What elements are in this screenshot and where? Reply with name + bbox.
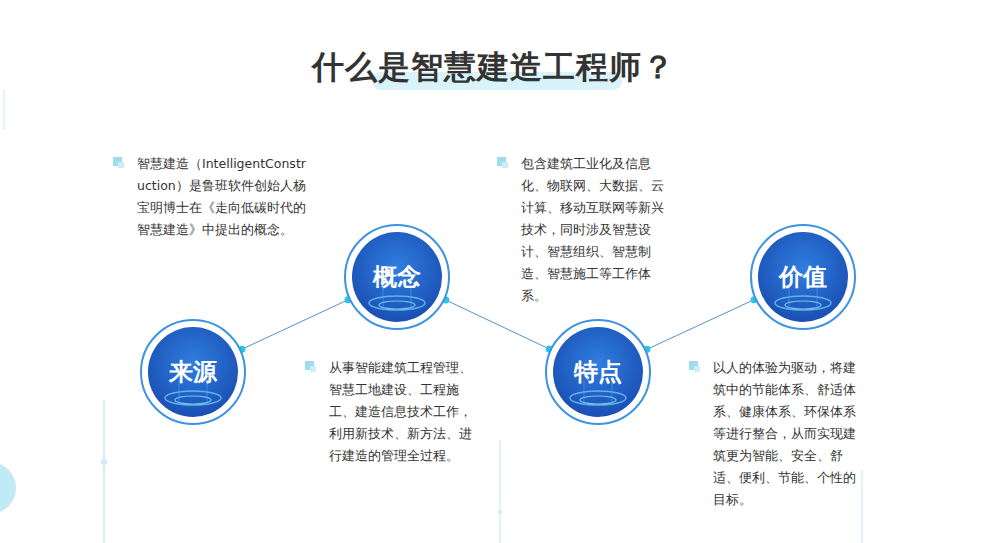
connector (238, 296, 351, 352)
circle-label: 来源 (139, 318, 247, 426)
bullet-square (502, 162, 508, 168)
edge-circle (0, 462, 16, 514)
circle-label: 价值 (749, 223, 857, 331)
connector (643, 296, 757, 353)
connector (442, 297, 552, 353)
stage-circle: 来源 (139, 318, 247, 426)
circle-label: 概念 (343, 223, 451, 331)
stage-circle: 概念 (343, 223, 451, 331)
glow-line (103, 400, 105, 543)
bullet-square (310, 366, 316, 372)
description-text: 包含建筑工业化及信息化、物联网、大数据、云计算、移动互联网等新兴技术，同时涉及智… (521, 153, 671, 307)
circle-label: 特点 (544, 318, 652, 426)
glow-line (861, 470, 863, 543)
stage-circle: 特点 (544, 318, 652, 426)
glow-line (499, 440, 501, 543)
glow-dot (498, 510, 503, 515)
title: 什么是智慧建造工程师？ (0, 46, 986, 90)
connector-line (242, 300, 348, 349)
description-text: 从事智能建筑工程管理、智慧工地建设、工程施工、建造信息技术工作，利用新技术、新方… (329, 357, 479, 467)
stage-circle: 价值 (749, 223, 857, 331)
description-text: 智慧建造（IntelligentConstruction）是鲁班软件创始人杨宝明… (137, 153, 307, 241)
description-text: 以人的体验为驱动，将建筑中的节能体系、舒适体系、健康体系、环保体系等进行整合，从… (713, 357, 863, 511)
glow-dot (101, 459, 107, 465)
glow-line (3, 90, 6, 130)
connector-line (647, 300, 754, 350)
connector-line (446, 300, 549, 349)
bullet-square (118, 162, 124, 168)
bullet-square (694, 366, 700, 372)
